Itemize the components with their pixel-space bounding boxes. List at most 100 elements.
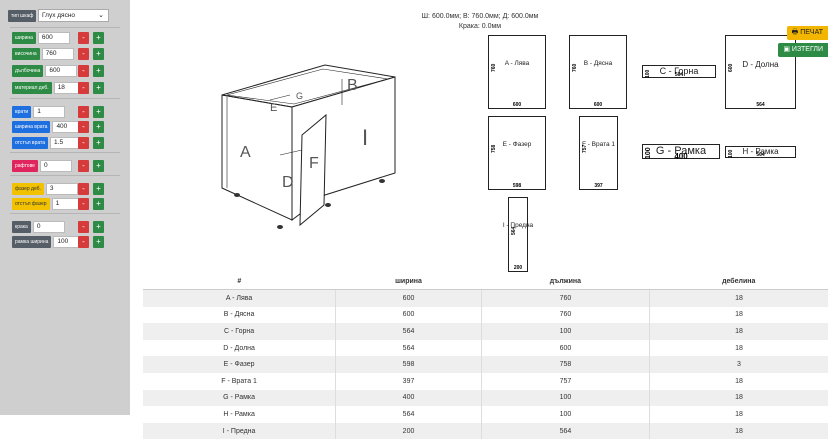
decrement-button[interactable]: -: [78, 65, 89, 77]
table-cell: H - Рамка: [223, 410, 255, 418]
increment-button[interactable]: +: [93, 121, 104, 133]
table-cell: 564: [335, 339, 482, 357]
decrement-button[interactable]: -: [78, 82, 89, 94]
part-panel-f: F - Врата 1 757 397: [579, 116, 618, 190]
increment-button[interactable]: +: [93, 32, 104, 44]
table-cell: D - Долна: [223, 344, 255, 352]
table-header-row: # ширина дължина дебелина: [143, 273, 828, 290]
table-header: ширина: [335, 273, 482, 290]
increment-button[interactable]: +: [93, 48, 104, 60]
part-name: C - Горна: [659, 66, 699, 76]
divider: [10, 27, 120, 28]
part-panel-h: H - Рамка 100 564: [725, 146, 796, 158]
table-cell: G - Рамка: [143, 389, 336, 407]
field-label: отстъп врата: [12, 137, 49, 149]
part-height: 760: [572, 63, 578, 72]
table-cell: 100: [480, 323, 650, 340]
dimensions-summary: Ш: 600.0мм; В: 760.0мм; Д: 600.0мм Крака…: [380, 12, 580, 32]
table-cell: 18: [648, 372, 828, 390]
decrement-button[interactable]: -: [78, 198, 89, 210]
field-input[interactable]: 3: [45, 183, 78, 195]
decrement-button[interactable]: -: [78, 32, 89, 44]
decrement-button[interactable]: -: [78, 48, 89, 60]
increment-button[interactable]: +: [93, 236, 104, 248]
table-cell: 100: [480, 406, 650, 423]
table-cell: I - Предна: [143, 422, 336, 439]
decrement-button[interactable]: -: [78, 106, 89, 118]
export-button[interactable]: ▣ ИЗТЕГЛИ: [778, 43, 828, 57]
table-cell: 18: [648, 389, 828, 407]
table-cell: 18: [648, 339, 828, 357]
part-width: 600: [593, 102, 603, 108]
print-button[interactable]: 🖶 ПЕЧАТ: [786, 26, 828, 40]
increment-button[interactable]: +: [93, 160, 104, 172]
cabinet-type-select[interactable]: Глух дясно ⌄: [38, 9, 109, 22]
decrement-button[interactable]: -: [78, 183, 89, 195]
drawing-label-d: D: [282, 174, 294, 191]
part-panel-e: E - Фазер 758 598: [488, 116, 546, 190]
field-row: фазер деб.3-+: [12, 182, 122, 196]
field-input[interactable]: 600: [37, 32, 70, 44]
part-panel-b: B - Дясна 760 600: [569, 35, 627, 109]
part-name: D - Долна: [742, 60, 779, 69]
part-height: 757: [582, 144, 588, 153]
increment-button[interactable]: +: [93, 106, 104, 118]
part-name: H - Рамка: [742, 147, 779, 156]
field-label: фазер деб.: [12, 183, 44, 195]
increment-button[interactable]: +: [93, 198, 104, 210]
field-input[interactable]: 0: [39, 160, 72, 172]
table-cell: 100: [480, 389, 650, 407]
file-icon: ▣: [783, 46, 790, 53]
table-cell: 757: [480, 372, 650, 390]
field-input[interactable]: 760: [41, 48, 74, 60]
increment-button[interactable]: +: [93, 183, 104, 195]
table-cell: 18: [648, 323, 828, 340]
table-cell: E - Фазер: [143, 356, 336, 373]
divider: [10, 152, 120, 153]
field-input[interactable]: 0: [32, 221, 65, 233]
decrement-button[interactable]: -: [78, 160, 89, 172]
field-input[interactable]: 1: [51, 198, 84, 210]
table-cell: 564: [480, 422, 650, 439]
table-cell: 600: [335, 289, 482, 307]
field-input[interactable]: 100: [53, 236, 86, 248]
table-cell: 18: [648, 406, 828, 423]
decrement-button[interactable]: -: [78, 236, 89, 248]
field-input[interactable]: 600: [45, 65, 78, 77]
field-label: ширина: [12, 32, 36, 44]
part-height: 760: [491, 63, 497, 72]
table-cell: 18: [648, 422, 828, 439]
field-input[interactable]: 1: [33, 106, 66, 118]
drawing-label-g: G: [296, 91, 303, 101]
increment-button[interactable]: +: [93, 137, 104, 149]
cabinet-type-value: Глух дясно: [42, 12, 76, 19]
table-cell: F - Врата 1: [221, 377, 257, 385]
part-panel-a: A - Лява 760 600: [488, 35, 546, 109]
part-name: F - Врата 1: [581, 141, 616, 148]
part-name: A - Лява: [504, 60, 530, 67]
table-cell: 758: [480, 356, 650, 373]
increment-button[interactable]: +: [93, 221, 104, 233]
part-name: G - Рамка: [655, 145, 707, 157]
table-cell: 760: [480, 289, 650, 307]
printer-icon: 🖶: [791, 29, 799, 36]
decrement-button[interactable]: -: [78, 137, 89, 149]
decrement-button[interactable]: -: [78, 121, 89, 133]
cabinet-3d-drawing: A B E G F D I: [221, 64, 396, 229]
increment-button[interactable]: +: [93, 65, 104, 77]
table-cell: 600: [480, 339, 650, 357]
increment-button[interactable]: +: [93, 82, 104, 94]
table-cell: 400: [335, 389, 482, 407]
decrement-button[interactable]: -: [78, 221, 89, 233]
